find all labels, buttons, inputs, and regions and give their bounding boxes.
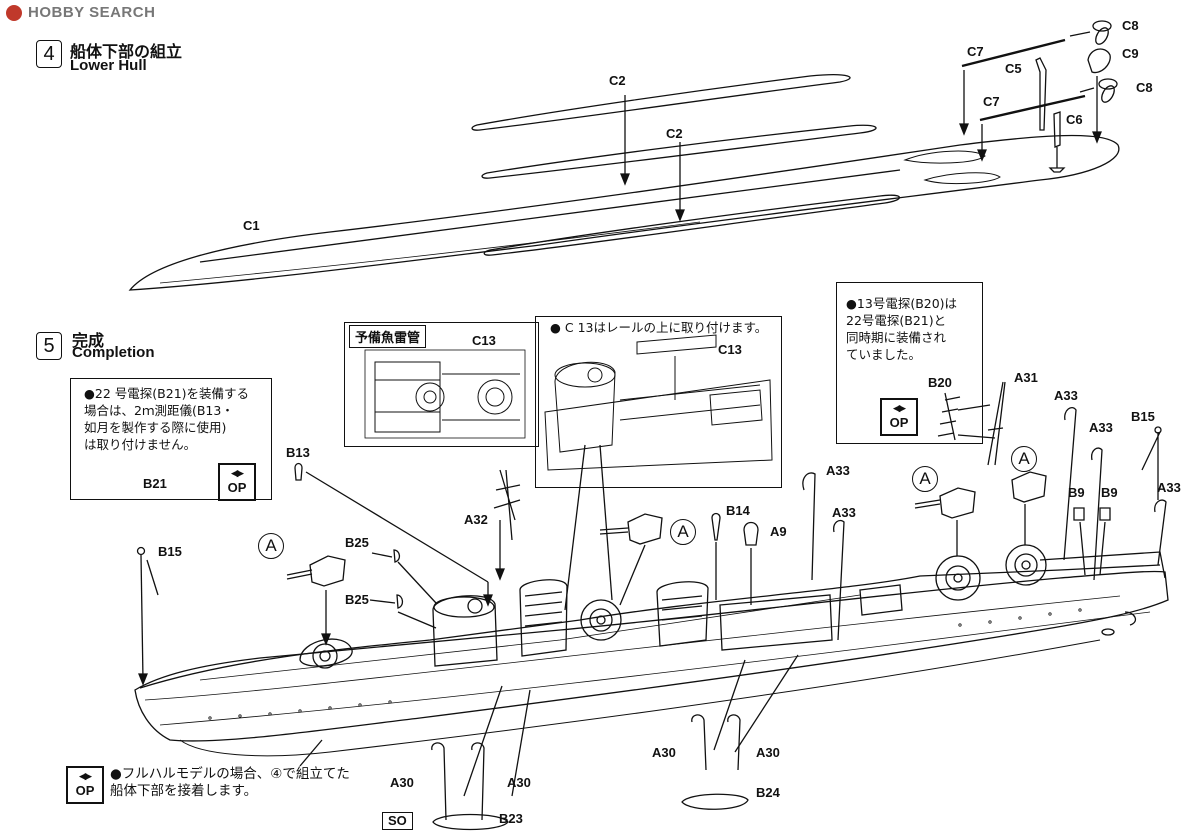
c13-rail-inset: ● C 13はレールの上に取り付けます。	[535, 316, 782, 488]
part-label-b13: B13	[286, 445, 310, 460]
part-label-a30-2: A30	[507, 775, 531, 790]
op-badge-label: OP	[227, 480, 247, 495]
part-label-a33-1: A33	[826, 463, 850, 478]
part-label-c9: C9	[1122, 46, 1139, 61]
part-label-c8-bottom: C8	[1136, 80, 1153, 95]
part-label-b15-right: B15	[1131, 409, 1155, 424]
op-badge-label: OP	[75, 783, 95, 798]
b20-note-line-1: ●13号電探(B20)は	[846, 296, 958, 311]
b20-note-line-4: ていました。	[846, 347, 922, 362]
part-label-a32: A32	[464, 512, 488, 527]
part-label-b25-top: B25	[345, 535, 369, 550]
reserve-torpedo-inset: 予備魚雷管	[344, 322, 539, 447]
step-5-title-jp: 完成	[72, 331, 105, 350]
full-hull-note-line-1: ●フルハルモデルの場合、④で組立てた	[110, 766, 350, 782]
part-label-b9-left: B9	[1068, 485, 1085, 500]
b21-note-box	[70, 378, 272, 500]
b20-note-line-2: 22号電探(B21)と	[846, 313, 947, 328]
b21-note-line-1: ●22 号電探(B21)を装備する	[84, 386, 250, 401]
op-badge-label: OP	[889, 415, 909, 430]
part-label-c2-bottom: C2	[666, 126, 683, 141]
c13-rail-note: ● C 13はレールの上に取り付けます。	[550, 320, 768, 335]
b20-note: ●13号電探(B20)は 22号電探(B21)と 同時期に装備され ていました。	[846, 295, 957, 363]
step-5-number: 5	[36, 332, 62, 360]
part-label-b25-bottom: B25	[345, 592, 369, 607]
turret-a-marker-2: A	[670, 519, 696, 545]
reserve-torpedo-title: 予備魚雷管	[349, 325, 427, 348]
part-label-a33-3: A33	[1054, 388, 1078, 403]
full-hull-note-line-2: 船体下部を接着します。	[110, 783, 258, 799]
so-badge: SO	[382, 812, 413, 830]
part-label-c6: C6	[1066, 112, 1083, 127]
op-badge-b20: ◂▸ OP	[880, 398, 918, 436]
part-label-c1: C1	[243, 218, 260, 233]
part-label-a33-4: A33	[1089, 420, 1113, 435]
turret-a-marker-1: A	[258, 533, 284, 559]
option-arrow-icon: ◂▸	[79, 768, 91, 783]
step-4-title-jp: 船体下部の組立	[70, 42, 183, 61]
part-label-a33-5: A33	[1157, 480, 1181, 495]
part-label-b23: B23	[499, 811, 523, 826]
watermark-text: HOBBY SEARCH	[28, 4, 156, 21]
watermark-logo: HOBBY SEARCH	[6, 4, 155, 21]
part-label-c5: C5	[1005, 61, 1022, 76]
option-arrow-icon: ◂▸	[893, 400, 905, 415]
part-label-b21: B21	[143, 476, 167, 491]
op-badge-full-hull: ◂▸ OP	[66, 766, 104, 804]
part-label-c2-top: C2	[609, 73, 626, 88]
part-label-a30-1: A30	[390, 775, 414, 790]
b20-note-line-3: 同時期に装備され	[846, 330, 947, 345]
b20-note-box	[836, 282, 983, 444]
part-label-c7-bottom: C7	[983, 94, 1000, 109]
step-4-number: 4	[36, 40, 62, 68]
part-label-b9-right: B9	[1101, 485, 1118, 500]
option-arrow-icon: ◂▸	[231, 465, 243, 480]
part-label-b14: B14	[726, 503, 750, 518]
b21-note-line-3: 如月を製作する際に使用)	[84, 420, 227, 435]
part-label-c7-top: C7	[967, 44, 984, 59]
part-label-b15-left: B15	[158, 544, 182, 559]
b21-note: ●22 号電探(B21)を装備する 場合は、2ｍ測距儀(B13・ 如月を製作する…	[84, 385, 249, 453]
part-label-c13-inset: C13	[472, 333, 496, 348]
op-badge-b21: ◂▸ OP	[218, 463, 256, 501]
step-5-title-en: Completion	[72, 344, 155, 361]
part-label-c13: C13	[718, 342, 742, 357]
b21-note-line-4: は取り付けません。	[84, 437, 197, 452]
step-4-title-en: Lower Hull	[70, 57, 147, 74]
turret-a-marker-3: A	[912, 466, 938, 492]
part-label-b20: B20	[928, 375, 952, 390]
full-hull-note: ●フルハルモデルの場合、④で組立てた 船体下部を接着します。	[110, 766, 350, 800]
part-label-a30-4: A30	[756, 745, 780, 760]
part-label-a33-2: A33	[832, 505, 856, 520]
part-label-a30-3: A30	[652, 745, 676, 760]
hobby-search-logo-icon	[6, 4, 22, 21]
part-label-a9: A9	[770, 524, 787, 539]
part-label-a31: A31	[1014, 370, 1038, 385]
turret-a-marker-4: A	[1011, 446, 1037, 472]
part-label-c8-top: C8	[1122, 18, 1139, 33]
b21-note-line-2: 場合は、2ｍ測距儀(B13・	[84, 403, 234, 418]
part-label-b24: B24	[756, 785, 780, 800]
